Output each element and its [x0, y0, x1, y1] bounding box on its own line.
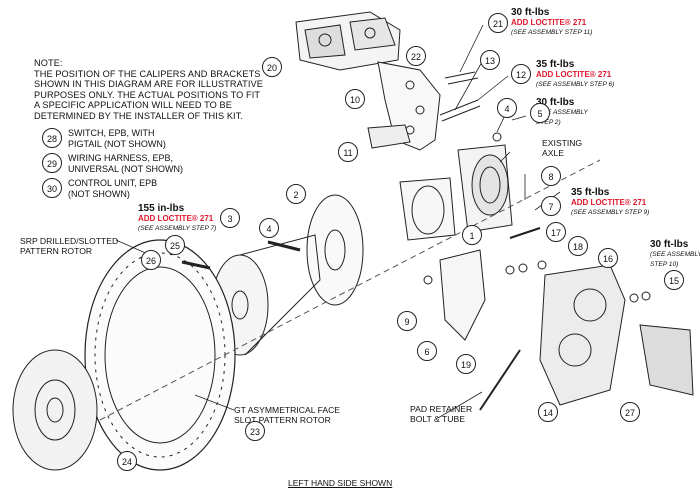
torque-value: 35 ft-lbs: [536, 59, 575, 70]
torque-spec-25: 155 in-lbs ADD LOCTITE® 271 (SEE ASSEMBL…: [138, 204, 216, 234]
loctite-note: ADD LOCTITE® 271: [138, 214, 214, 223]
note-line: DETERMINED BY THE INSTALLER OF THIS KIT.: [34, 110, 244, 121]
diagram-note: NOTE: THE POSITION OF THE CALIPERS AND B…: [34, 58, 264, 122]
legend-num-30: 30: [42, 178, 62, 198]
callout-11: 11: [338, 142, 358, 162]
note-line: SHOWN IN THIS DIAGRAM ARE FOR ILLUSTRATI…: [34, 79, 263, 90]
note-line: PURPOSES ONLY. THE ACTUAL POSITIONS TO F…: [34, 89, 261, 100]
legend-line: SWITCH, EPB, WITH: [68, 128, 155, 138]
callout-6: 6: [417, 341, 437, 361]
label-line: GT ASYMMETRICAL FACE: [234, 405, 341, 415]
note-line: THE POSITION OF THE CALIPERS AND BRACKET…: [34, 68, 261, 79]
assembly-step: (SEE ASSEMBLY STEP 11): [511, 29, 593, 36]
callout-12: 12: [511, 64, 531, 84]
callout-9: 9: [397, 311, 417, 331]
note-line: NOTE:: [34, 58, 63, 68]
legend-num-28: 28: [42, 128, 62, 148]
legend-num-29: 29: [42, 153, 62, 173]
legend-item-28: SWITCH, EPB, WITH PIGTAIL (NOT SHOWN): [68, 128, 166, 149]
callout-23: 23: [245, 421, 265, 441]
assembly-step: (SEE ASSEMBLY: [536, 109, 588, 116]
torque-value: 30 ft-lbs: [536, 97, 575, 108]
callout-15: 15: [664, 270, 684, 290]
assembly-step: (SEE ASSEMBLY: [650, 251, 700, 258]
torque-value: 155 in-lbs: [138, 203, 185, 214]
caliper-top-drawing: [295, 11, 401, 71]
label-line: SLOT PATTERN ROTOR: [234, 415, 331, 425]
callout-26: 26: [141, 250, 161, 270]
callout-14: 14: [538, 402, 558, 422]
callout-4a: 4: [259, 218, 279, 238]
label-srp-rotor: SRP DRILLED/SLOTTED PATTERN ROTOR: [20, 236, 118, 256]
assembly-step: (SEE ASSEMBLY STEP 9): [571, 209, 650, 216]
loctite-note: ADD LOCTITE® 271: [536, 70, 612, 79]
callout-7: 7: [541, 196, 561, 216]
note-line: A SPECIFIC APPLICATION WILL NEED TO BE: [34, 100, 232, 111]
legend-item-30: CONTROL UNIT, EPB (NOT SHOWN): [68, 178, 157, 199]
legend-line: CONTROL UNIT, EPB: [68, 178, 158, 188]
callout-27: 27: [620, 402, 640, 422]
loctite-note: ADD LOCTITE® 271: [511, 18, 587, 27]
loctite-note: ADD LOCTITE® 271: [571, 198, 647, 207]
torque-value: 30 ft-lbs: [511, 7, 550, 18]
callout-3: 3: [220, 208, 240, 228]
main-rotor-drawing: [84, 239, 236, 471]
diagram-caption: LEFT HAND SIDE SHOWN: [288, 478, 393, 488]
label-line: AXLE: [542, 148, 564, 158]
callout-17: 17: [546, 222, 566, 242]
callout-10: 10: [345, 89, 365, 109]
assembly-step: (SEE ASSEMBLY STEP 6): [536, 81, 615, 88]
legend-line: (NOT SHOWN): [68, 188, 130, 199]
label-line: PAD RETAINER: [410, 404, 473, 414]
callout-18: 18: [568, 236, 588, 256]
assembly-step: STEP 10): [650, 261, 679, 268]
label-line: BOLT & TUBE: [410, 414, 465, 424]
callout-22: 22: [406, 46, 426, 66]
callout-24: 24: [117, 451, 137, 471]
callout-8: 8: [541, 166, 561, 186]
torque-value: 30 ft-lbs: [650, 239, 689, 250]
callout-16: 16: [598, 248, 618, 268]
legend-line: UNIVERSAL (NOT SHOWN): [68, 163, 184, 174]
callout-1: 1: [462, 225, 482, 245]
torque-spec-15: 30 ft-lbs (SEE ASSEMBLY STEP 10): [650, 240, 700, 270]
legend-line: WIRING HARNESS, EPB,: [68, 153, 174, 163]
callout-5: 5: [530, 103, 550, 123]
label-pad-retainer: PAD RETAINER BOLT & TUBE: [410, 404, 472, 424]
callout-19: 19: [456, 354, 476, 374]
legend-line: PIGTAIL (NOT SHOWN): [68, 138, 166, 149]
callout-13: 13: [480, 50, 500, 70]
assembly-step: STEP 2): [536, 119, 561, 126]
label-line: PATTERN ROTOR: [20, 246, 93, 256]
label-line: SRP DRILLED/SLOTTED: [20, 236, 119, 246]
assembly-step: (SEE ASSEMBLY STEP 7): [138, 225, 217, 232]
callout-2: 2: [286, 184, 306, 204]
torque-spec-7: 35 ft-lbs ADD LOCTITE® 271 (SEE ASSEMBLY…: [571, 188, 649, 218]
callout-4b: 4: [497, 98, 517, 118]
callout-21: 21: [488, 13, 508, 33]
torque-spec-5: 30 ft-lbs (SEE ASSEMBLY STEP 2): [536, 98, 588, 128]
callout-20: 20: [262, 57, 282, 77]
label-line: EXISTING: [542, 138, 583, 148]
torque-spec-12: 35 ft-lbs ADD LOCTITE® 271 (SEE ASSEMBLY…: [536, 60, 614, 90]
label-gt-rotor: GT ASYMMETRICAL FACE SLOT PATTERN ROTOR: [234, 405, 340, 425]
main-caliper-drawing: [539, 264, 626, 406]
callout-25: 25: [165, 235, 185, 255]
legend-item-29: WIRING HARNESS, EPB, UNIVERSAL (NOT SHOW…: [68, 153, 183, 174]
torque-value: 35 ft-lbs: [571, 187, 610, 198]
label-existing-axle: EXISTING AXLE: [542, 138, 582, 158]
torque-spec-21: 30 ft-lbs ADD LOCTITE® 271 (SEE ASSEMBLY…: [511, 8, 592, 38]
